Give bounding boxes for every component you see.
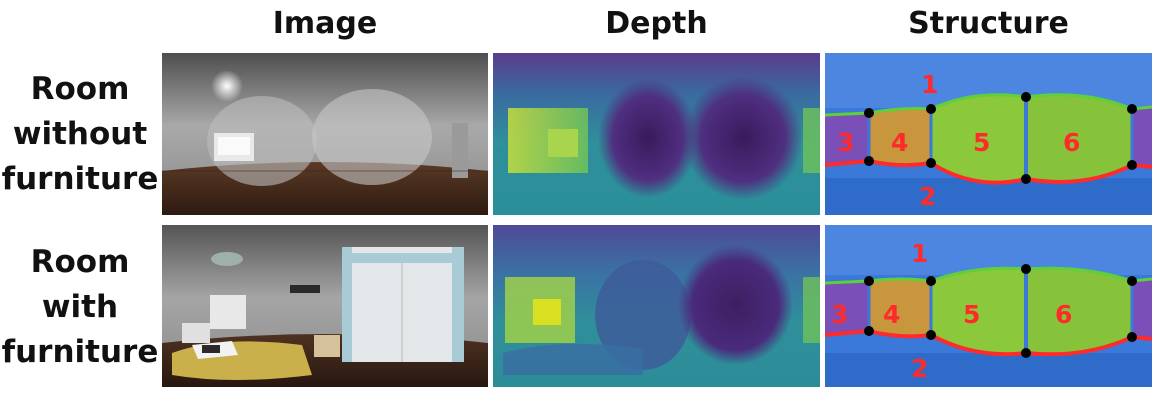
row-label-without-furniture: Room without furniture [1, 71, 159, 197]
column-header-depth: Depth [605, 6, 708, 41]
structure-label-2-furnished: 2 [911, 354, 928, 383]
column-header-image: Image [272, 6, 378, 41]
row-label-with-furniture: Room with furniture [1, 244, 159, 370]
structure-label-3-furnished: 3 [831, 300, 848, 329]
structure-label-3: 3 [837, 128, 854, 157]
structure-panel-furnished-room: 1 2 3 4 5 6 [825, 225, 1152, 387]
image-panel-empty-room [162, 53, 488, 215]
structure-label-1-furnished: 1 [911, 239, 928, 268]
structure-label-6-furnished: 6 [1055, 300, 1072, 329]
depth-panel-empty-room [493, 53, 820, 215]
structure-label-4: 4 [891, 128, 908, 157]
structure-panel-empty-room: 1 2 3 4 5 6 [825, 53, 1152, 215]
depth-panel-furnished-room [493, 225, 820, 387]
structure-label-6: 6 [1063, 128, 1080, 157]
column-header-structure: Structure [908, 6, 1069, 41]
structure-label-4-furnished: 4 [883, 300, 900, 329]
structure-label-5-furnished: 5 [963, 300, 980, 329]
image-panel-furnished-room [162, 225, 488, 387]
structure-label-1: 1 [921, 70, 938, 99]
structure-label-2: 2 [919, 182, 936, 211]
structure-label-5: 5 [973, 128, 990, 157]
